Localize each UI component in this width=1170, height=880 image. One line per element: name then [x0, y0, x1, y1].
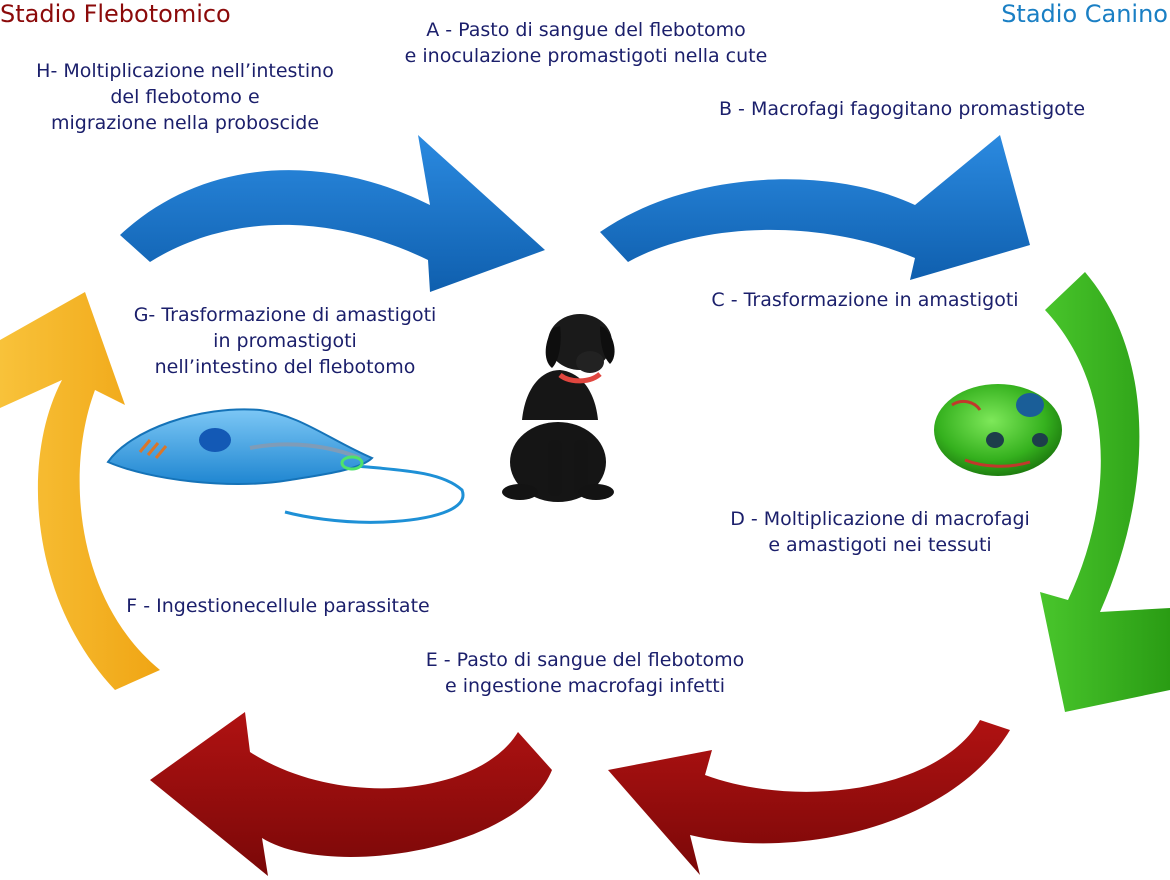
dog-icon: [502, 314, 615, 502]
step-e-line: e ingestione macrofagi infetti: [444, 675, 726, 697]
step-g-line: nell’intestino del flebotomo: [154, 356, 416, 378]
arrow-blue-left: [120, 135, 545, 292]
step-e-line: E - Pasto di sangue del flebotomo: [425, 649, 745, 671]
step-g-line: in promastigoti: [213, 330, 357, 352]
arrow-red-right: [608, 720, 1010, 875]
step-b-line: B - Macrofagi fagogitano promastigote: [718, 98, 1086, 120]
step-c-line: C - Trasformazione in amastigoti: [711, 289, 1019, 311]
arrow-red-left: [150, 712, 552, 876]
step-g-label: G- Trasformazione di amastigoti in proma…: [120, 302, 450, 380]
step-a-line: e inoculazione promastigoti nella cute: [404, 45, 768, 67]
arrow-blue-right: [600, 135, 1030, 280]
step-d-line: D - Moltiplicazione di macrofagi: [730, 508, 1030, 530]
promastigote-icon: [106, 408, 465, 524]
step-c-label: C - Trasformazione in amastigoti: [700, 287, 1030, 313]
step-d-line: e amastigoti nei tessuti: [768, 534, 992, 556]
arrow-green-right: [1040, 272, 1170, 712]
macrophage-cell-icon: [934, 384, 1062, 476]
step-h-line: migrazione nella proboscide: [50, 112, 320, 134]
step-b-label: B - Macrofagi fagogitano promastigote: [706, 96, 1098, 122]
step-g-line: G- Trasformazione di amastigoti: [133, 304, 437, 326]
stage-title-right: Stadio Canino: [1001, 0, 1168, 28]
stage-title-left: Stadio Flebotomico: [0, 0, 231, 28]
step-f-line: F - Ingestionecellule parassitate: [126, 595, 430, 617]
step-e-label: E - Pasto di sangue del flebotomo e inge…: [412, 647, 758, 699]
step-f-label: F - Ingestionecellule parassitate: [118, 593, 438, 619]
step-h-line: del flebotomo e: [110, 86, 260, 108]
step-h-label: H- Moltiplicazione nell’intestino del fl…: [20, 58, 350, 136]
step-a-line: A - Pasto di sangue del flebotomo: [426, 19, 746, 41]
arrow-yellow-left: [0, 292, 160, 690]
step-a-label: A - Pasto di sangue del flebotomo e inoc…: [392, 17, 780, 69]
step-h-line: H- Moltiplicazione nell’intestino: [36, 60, 334, 82]
step-d-label: D - Moltiplicazione di macrofagi e amast…: [715, 506, 1045, 558]
